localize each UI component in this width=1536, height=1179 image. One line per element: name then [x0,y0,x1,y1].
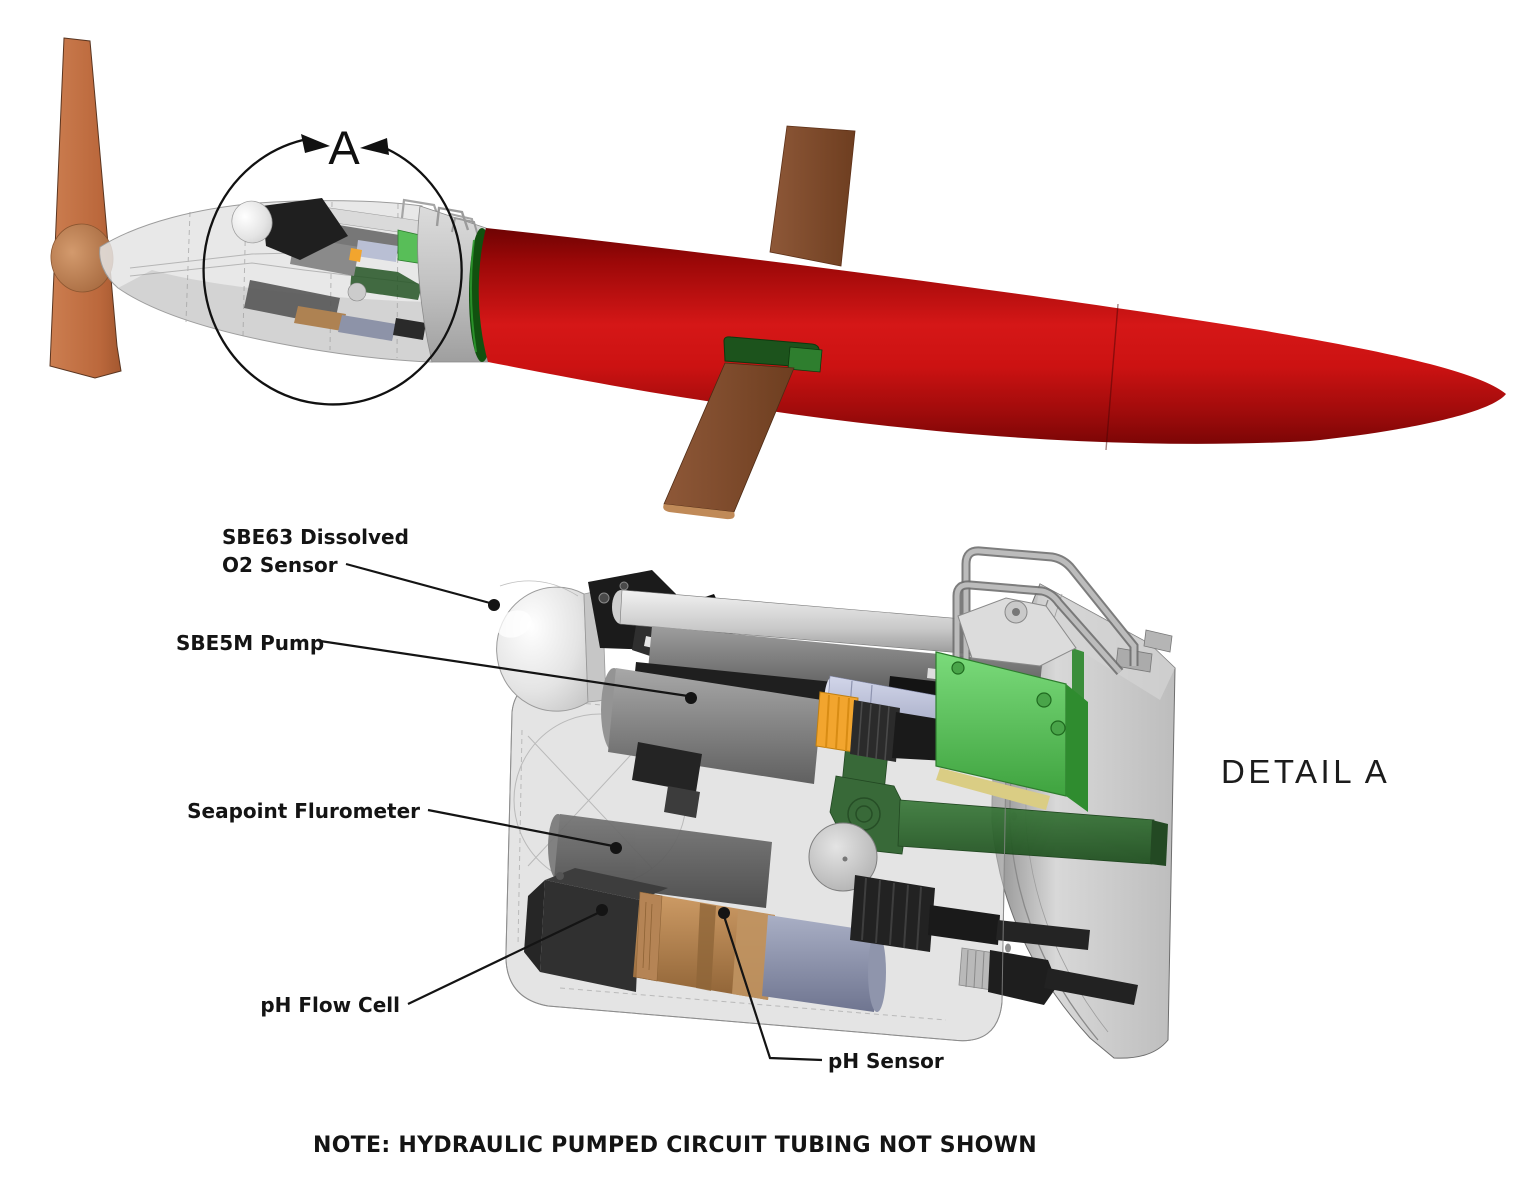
note-text: NOTE: HYDRAULIC PUMPED CIRCUIT TUBING NO… [313,1133,1037,1158]
label-pump: SBE5M Pump [176,631,324,655]
upper-wing [769,125,856,267]
dot-ph-sensor [718,907,730,919]
rudder-fin [49,37,122,379]
detail-arrow-right [360,138,389,155]
green-junction-box [935,651,1088,812]
leader-o2-sensor [345,562,491,605]
detail-circle: A [202,121,463,406]
cable-connector [958,947,1138,1005]
annotations: SBE63 Dissolved O2 Sensor SBE5M Pump Sea… [176,525,1390,1158]
leader-flurometer [427,808,614,848]
o2-sensor-dome [496,580,607,712]
label-ph-sensor: pH Sensor [828,1049,944,1073]
dot-o2-sensor [488,599,500,611]
aft-fairing [99,198,476,363]
label-flurometer: Seapoint Flurometer [187,799,420,823]
valve-disc [808,822,878,892]
science-bay-mini [231,198,476,341]
carry-handle [952,546,1139,680]
o2-dome-mini [231,200,273,244]
leader-ph-sensor [722,915,823,1062]
orange-fitting-mini [349,248,362,262]
dot-ph-flow-cell [596,904,608,916]
leader-pump [319,639,689,698]
detail-arrow-left [301,134,330,153]
leader-ph-flow-cell [407,911,601,1005]
label-o2-sensor-line1: SBE63 Dissolved [222,525,409,549]
detail-a-view [496,546,1176,1059]
detail-title: DETAIL A [1221,753,1390,790]
top-bracket [957,597,1077,667]
glider-top-view: A [49,37,1507,520]
dot-flurometer [610,842,622,854]
lower-wing [663,336,823,520]
red-hull [478,228,1507,451]
ph-flow-cell-body [524,868,668,992]
ribbed-connector [850,875,1090,952]
label-o2-sensor-line2: O2 Sensor [222,553,338,577]
label-ph-flow-cell: pH Flow Cell [260,993,400,1017]
dot-pump [685,692,697,704]
detail-marker: A [328,121,360,174]
